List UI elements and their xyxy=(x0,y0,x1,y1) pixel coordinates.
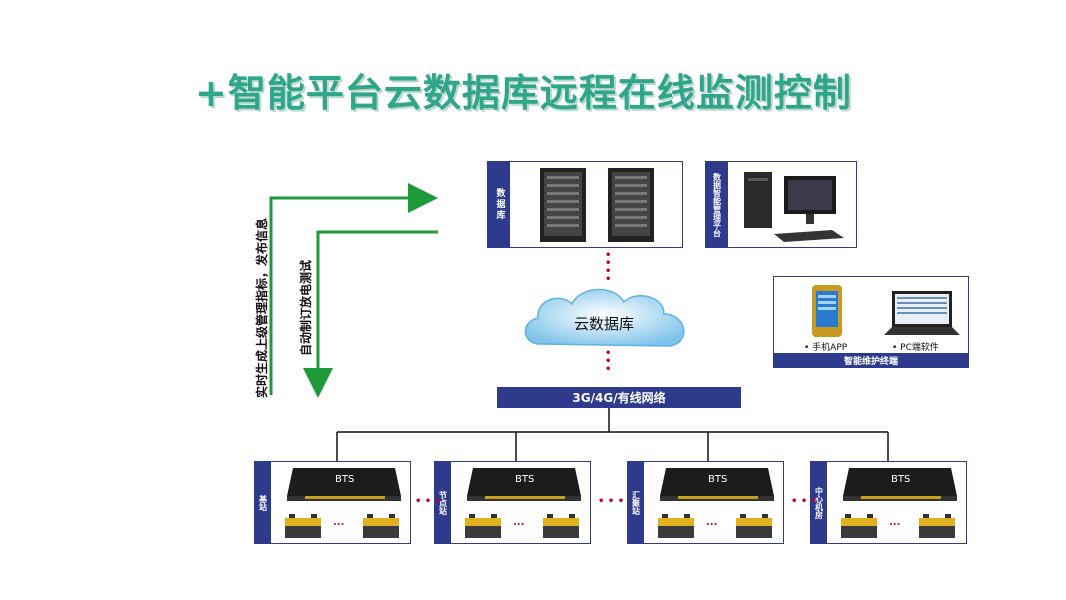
bts-label: BTS xyxy=(891,474,911,485)
battery-icon xyxy=(543,514,579,538)
station-label: 基站 xyxy=(255,462,271,543)
bts-label: BTS xyxy=(515,474,535,485)
battery-icon xyxy=(465,514,501,538)
station-gap-dots: • • • xyxy=(598,496,625,507)
bts-device-icon xyxy=(843,468,957,501)
database-label: 数据库 xyxy=(488,162,510,247)
station-box: 汇聚站 BTS ... xyxy=(627,461,784,544)
phone-app-label: • 手机APP xyxy=(804,343,848,353)
server-icon xyxy=(540,168,586,242)
database-box: 数据库 xyxy=(487,161,683,248)
bts-label: BTS xyxy=(335,474,355,485)
battery-icon xyxy=(658,514,694,538)
laptop-icon xyxy=(884,291,960,335)
download-arrow xyxy=(303,230,438,398)
station-gap-dots: • • • xyxy=(791,496,818,507)
station-box: 中心机房 BTS ... xyxy=(810,461,967,544)
battery-gap-dots: ... xyxy=(706,517,718,528)
bts-device-icon xyxy=(660,468,774,501)
terminal-footer: 智能维护终端 xyxy=(774,353,968,367)
cloud-icon xyxy=(524,288,685,347)
pc-software-label: • PC端软件 xyxy=(892,343,939,353)
battery-icon xyxy=(841,514,877,538)
battery-icon xyxy=(363,514,399,538)
battery-gap-dots: ... xyxy=(513,517,525,528)
station-box: 基站 BTS ... xyxy=(254,461,411,544)
battery-gap-dots: ... xyxy=(333,517,345,528)
connector-dots: •••• xyxy=(605,250,612,285)
station-label: 汇聚站 xyxy=(628,462,644,543)
page-title: +智能平台云数据库远程在线监测控制 xyxy=(195,71,852,115)
station-label: 中心机房 xyxy=(811,462,827,543)
server-icon xyxy=(608,168,654,242)
battery-icon xyxy=(736,514,772,538)
bts-device-icon xyxy=(467,468,581,501)
cloud-label: 云数据库 xyxy=(574,315,635,333)
platform-label: 数据智能管理平台 xyxy=(706,162,728,247)
station-box: 节点站 BTS ... xyxy=(434,461,591,544)
station-gap-dots: • • • xyxy=(415,496,442,507)
station-label: 节点站 xyxy=(435,462,451,543)
network-bar: 3G/4G/有线网络 xyxy=(497,387,741,408)
upload-arrow xyxy=(269,183,438,395)
platform-box: 数据智能管理平台 xyxy=(705,161,857,248)
battery-icon xyxy=(919,514,955,538)
bts-label: BTS xyxy=(708,474,728,485)
phone-icon xyxy=(812,285,842,337)
desktop-computer-icon xyxy=(744,172,844,242)
bts-device-icon xyxy=(287,468,401,501)
terminal-box: • 手机APP • PC端软件 智能维护终端 xyxy=(773,276,969,368)
battery-gap-dots: ... xyxy=(889,517,901,528)
battery-icon xyxy=(285,514,321,538)
connector-dots: ••• xyxy=(605,348,612,375)
